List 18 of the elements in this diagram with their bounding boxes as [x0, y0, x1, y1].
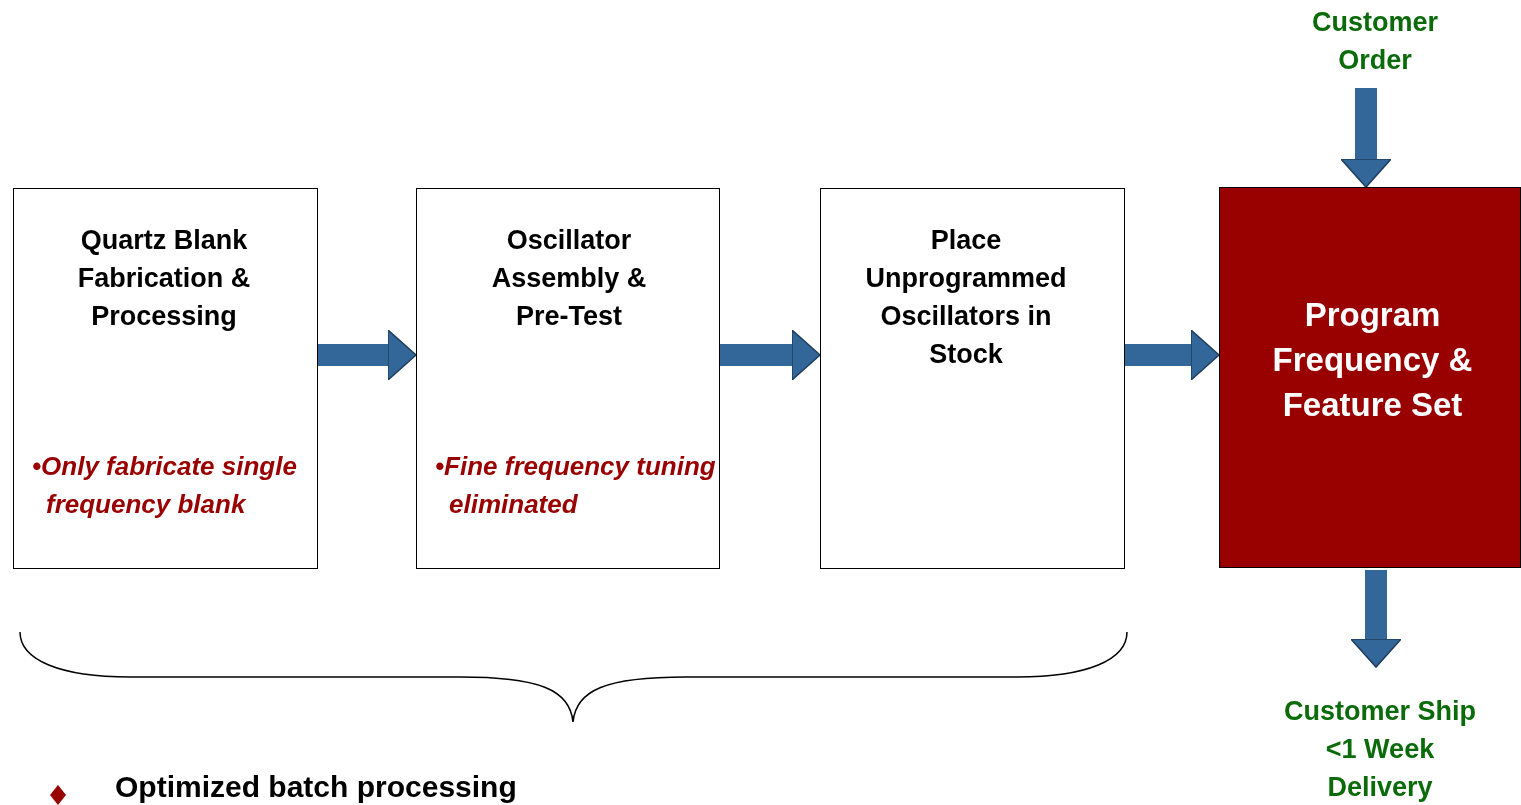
flow-label: Customer Order: [1311, 6, 1439, 77]
step-title: Oscillator Assembly & Pre-Test: [490, 224, 648, 333]
block-arrow: [720, 329, 821, 381]
bullet-text: Optimized batch processing: [115, 770, 517, 804]
block-arrow: [1350, 570, 1402, 668]
process-box: [820, 188, 1125, 569]
block-arrow: [1125, 329, 1220, 381]
block-arrow: [318, 329, 417, 381]
process-box: [416, 188, 720, 569]
step-title: Program Frequency & Feature Set: [1271, 295, 1474, 425]
step-title: Quartz Blank Fabrication & Processing: [76, 224, 252, 333]
process-box: [1219, 187, 1521, 568]
note-text: •Fine frequency tuning eliminated: [435, 450, 717, 521]
step-title: Place Unprogrammed Oscillators in Stock: [864, 224, 1068, 371]
note-text: •Only fabricate single frequency blank: [32, 450, 298, 521]
process-box: [13, 188, 318, 569]
flow-label: Customer Ship <1 Week Delivery: [1283, 695, 1477, 804]
block-arrow: [1340, 88, 1392, 188]
